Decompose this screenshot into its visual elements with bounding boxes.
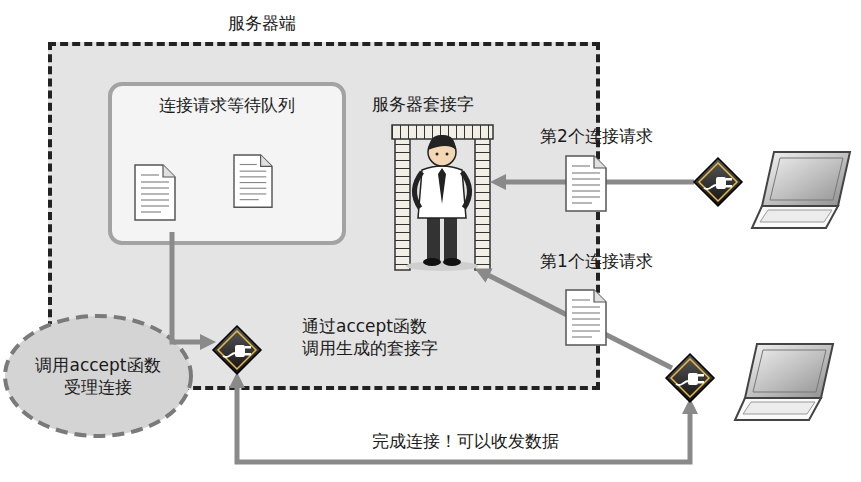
client-laptop	[735, 344, 833, 420]
illustration-part	[414, 172, 422, 208]
request-label: 第1个连接请求	[540, 250, 653, 272]
client-laptop	[752, 152, 850, 228]
accept-ellipse: 调用accept函数 受理连接	[2, 313, 194, 439]
ellipse-shape	[5, 316, 191, 436]
illustration-part	[438, 168, 446, 204]
request-document	[566, 156, 606, 211]
connection-label: 完成连接！可以收发数据	[372, 430, 559, 452]
illustration-part	[406, 261, 478, 271]
node-text: 调用accept函数 受理连接	[23, 354, 173, 398]
illustration-part	[427, 214, 440, 260]
connection-wire	[237, 380, 690, 462]
illustration-part	[423, 258, 441, 266]
request-arrow	[482, 272, 672, 368]
illustration-part	[436, 153, 439, 156]
server-socket-figure	[392, 125, 493, 271]
accept-arrow	[172, 232, 208, 342]
illustration-part	[428, 135, 456, 150]
illustration-part	[475, 138, 490, 270]
request-document	[234, 155, 272, 207]
illustration-part	[418, 166, 466, 218]
illustration-part	[444, 214, 457, 260]
node-text: 服务器端	[228, 12, 296, 34]
accept-socket-label: 通过accept函数 调用生成的套接字	[302, 315, 480, 359]
illustration-part	[446, 153, 449, 156]
plug-icon	[694, 158, 742, 206]
request-label: 第2个连接请求	[540, 125, 653, 147]
node-text: 连接请求等待队列	[112, 86, 342, 116]
ellipse-outline	[2, 313, 194, 439]
illustration-part	[395, 138, 410, 270]
plug-icon	[666, 354, 714, 402]
socket-label: 服务器套接字	[372, 93, 474, 115]
plug-icon	[213, 326, 261, 374]
illustration-part	[443, 258, 461, 266]
request-document	[135, 165, 175, 220]
illustration-part	[462, 172, 470, 208]
request-document	[566, 290, 606, 345]
